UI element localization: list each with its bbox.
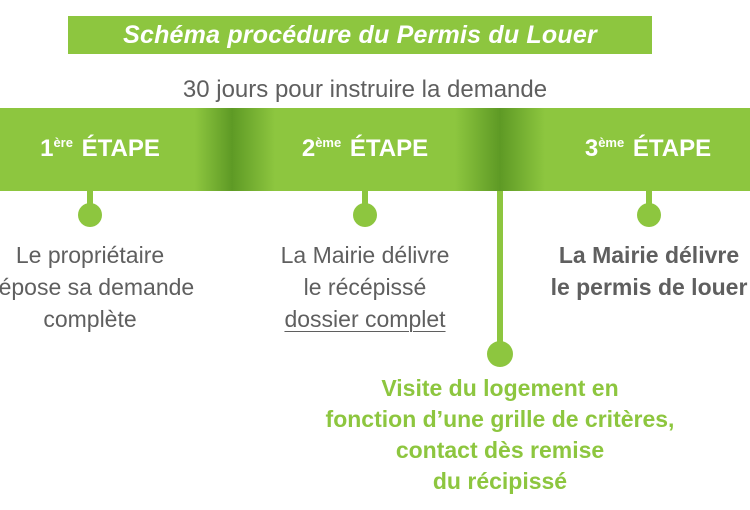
step-3-label: 3ème ÉTAPE [584, 135, 712, 162]
duration-label: 30 jours pour instruire la demande [182, 76, 548, 103]
step-1-connector [87, 191, 93, 209]
step-1-dot [78, 203, 102, 227]
step-2-description: La Mairie délivre le récépissé dossier c… [280, 242, 450, 332]
step-3-dot [637, 203, 661, 227]
diagram-title: Schéma procédure du Permis du Louer [123, 21, 597, 49]
step-2-connector [362, 191, 368, 209]
step-2-label: 2ème ÉTAPE [301, 135, 429, 162]
step-3-description: La Mairie délivre le permis de louer [550, 242, 748, 300]
step-1-description: Le propriétaire dépose sa demande complè… [0, 242, 195, 332]
timeline-band [0, 108, 750, 191]
step-2-dot [353, 203, 377, 227]
visit-dot [487, 341, 513, 367]
step-1-label: 1ère ÉTAPE [40, 135, 160, 162]
dossier-complet-underlined: dossier complet [284, 306, 446, 332]
step-3-connector [646, 191, 652, 209]
title-banner: Schéma procédure du Permis du Louer [68, 16, 652, 54]
visit-description: Visite du logement en fonction d’une gri… [325, 375, 675, 494]
visit-connector [497, 191, 503, 347]
